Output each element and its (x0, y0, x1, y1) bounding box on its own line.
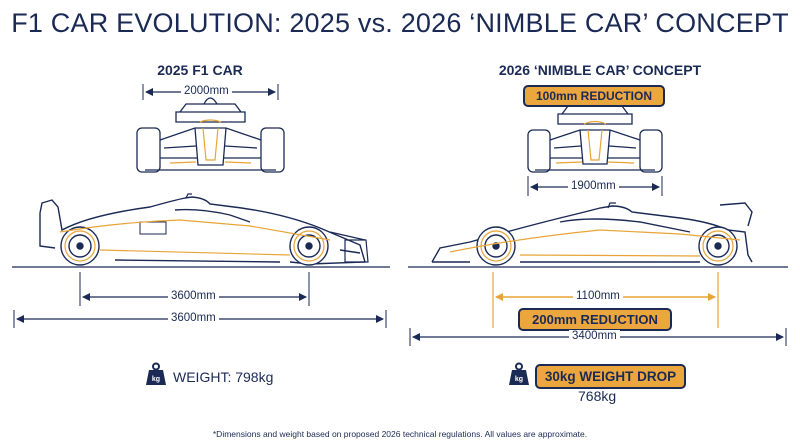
left-side-view-car (39, 193, 369, 266)
length-reduction-badge: 200mm REDUCTION (518, 308, 672, 331)
left-front-width-label: 2000mm (181, 85, 232, 97)
page-title: F1 CAR EVOLUTION: 2025 vs. 2026 ‘NIMBLE … (11, 8, 789, 38)
left-weight-label: WEIGHT: (173, 369, 232, 385)
left-front-view-car (136, 97, 285, 173)
right-wheelbase-label: 1100mm (573, 290, 623, 302)
right-side-accent (449, 229, 741, 262)
right-length-label: 3400mm (569, 330, 620, 342)
left-weight: WEIGHT: 798kg (173, 369, 273, 385)
left-weight-value: 798kg (235, 369, 274, 385)
weight-icon: kg (509, 362, 529, 385)
left-heading: 2025 F1 CAR (157, 62, 243, 78)
right-front-width-label: 1900mm (568, 180, 619, 192)
right-front-accent (555, 120, 635, 164)
right-heading: 2026 ‘NIMBLE CAR’ CONCEPT (498, 62, 702, 78)
width-reduction-badge: 100mm REDUCTION (523, 85, 665, 107)
left-front-accent (169, 119, 252, 164)
footnote: *Dimensions and weight based on proposed… (212, 429, 588, 439)
left-wheelbase-label: 3600mm (168, 290, 219, 302)
svg-text:kg: kg (515, 376, 523, 383)
right-weight-value: 768kg (578, 388, 617, 404)
left-side-accent (59, 219, 331, 262)
weight-drop-badge: 30kg WEIGHT DROP (535, 364, 686, 389)
svg-text:kg: kg (152, 376, 160, 383)
right-front-view-car (527, 99, 663, 173)
right-side-view-car (431, 202, 753, 266)
weight-icon: kg (146, 362, 166, 385)
left-length-label: 3600mm (168, 312, 219, 324)
